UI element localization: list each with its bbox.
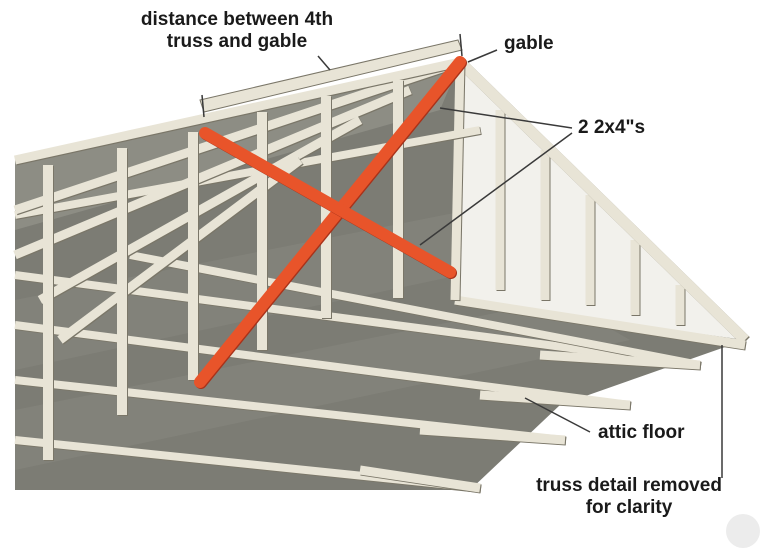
leader-lines [317, 49, 723, 478]
gable-studs [495, 110, 685, 325]
label-distance-line1: distance between 4th [140, 9, 334, 30]
label-braces: 2 2x4"s [578, 117, 646, 138]
distance-tick-left [201, 94, 205, 118]
label-truss-detail-line2: for clarity [585, 497, 673, 518]
label-gable: gable [504, 33, 554, 54]
brace-long [194, 56, 466, 388]
joist-ends [359, 350, 701, 493]
label-truss-detail-line1: truss detail removed [536, 475, 722, 496]
label-attic-floor: attic floor [598, 422, 685, 443]
distance-tick-right [459, 33, 463, 57]
gable-truss-outline [450, 58, 749, 350]
leader-attic-floor [524, 397, 591, 433]
diagonal-braces [194, 56, 466, 388]
label-distance: distance between 4th truss and gable [92, 9, 382, 53]
brace-short [199, 127, 456, 278]
leader-distance [317, 55, 331, 71]
leader-gable [467, 49, 498, 63]
leader-brace-1 [439, 107, 573, 129]
truss-rafters [13, 57, 462, 344]
leader-brace-2 [419, 132, 573, 246]
attic-framing-diagram [13, 33, 749, 493]
corner-badge [726, 514, 760, 548]
label-distance-line2: truss and gable [166, 31, 308, 52]
label-truss-detail: truss detail removed for clarity [506, 475, 752, 519]
